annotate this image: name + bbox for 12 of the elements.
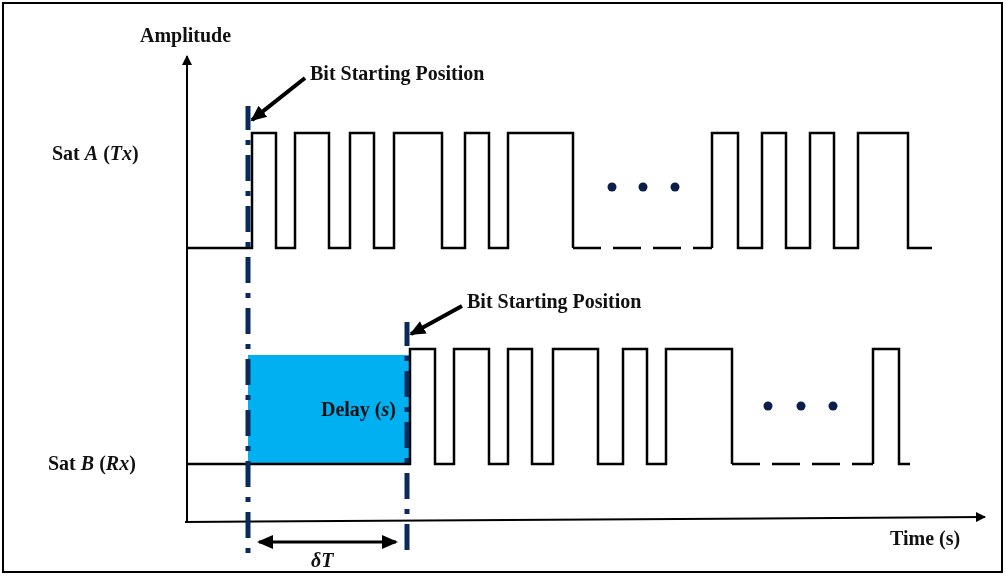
leader-arrow <box>409 304 463 336</box>
annotation-text: Bit Starting Position <box>467 290 642 312</box>
marker-bar <box>245 106 251 130</box>
leader-arrow <box>250 76 307 122</box>
annotation-text: Bit Starting Position <box>310 62 485 84</box>
signal-label: Sat A (Tx) <box>52 142 139 164</box>
dimension-label: δT <box>311 549 334 571</box>
axis-title: Amplitude <box>140 24 232 46</box>
signal-label: Sat B (Rx) <box>48 452 136 474</box>
delay-region: Delay (s) <box>248 355 410 464</box>
marker-bar <box>404 322 410 346</box>
axis-title: Time (s) <box>890 527 961 549</box>
